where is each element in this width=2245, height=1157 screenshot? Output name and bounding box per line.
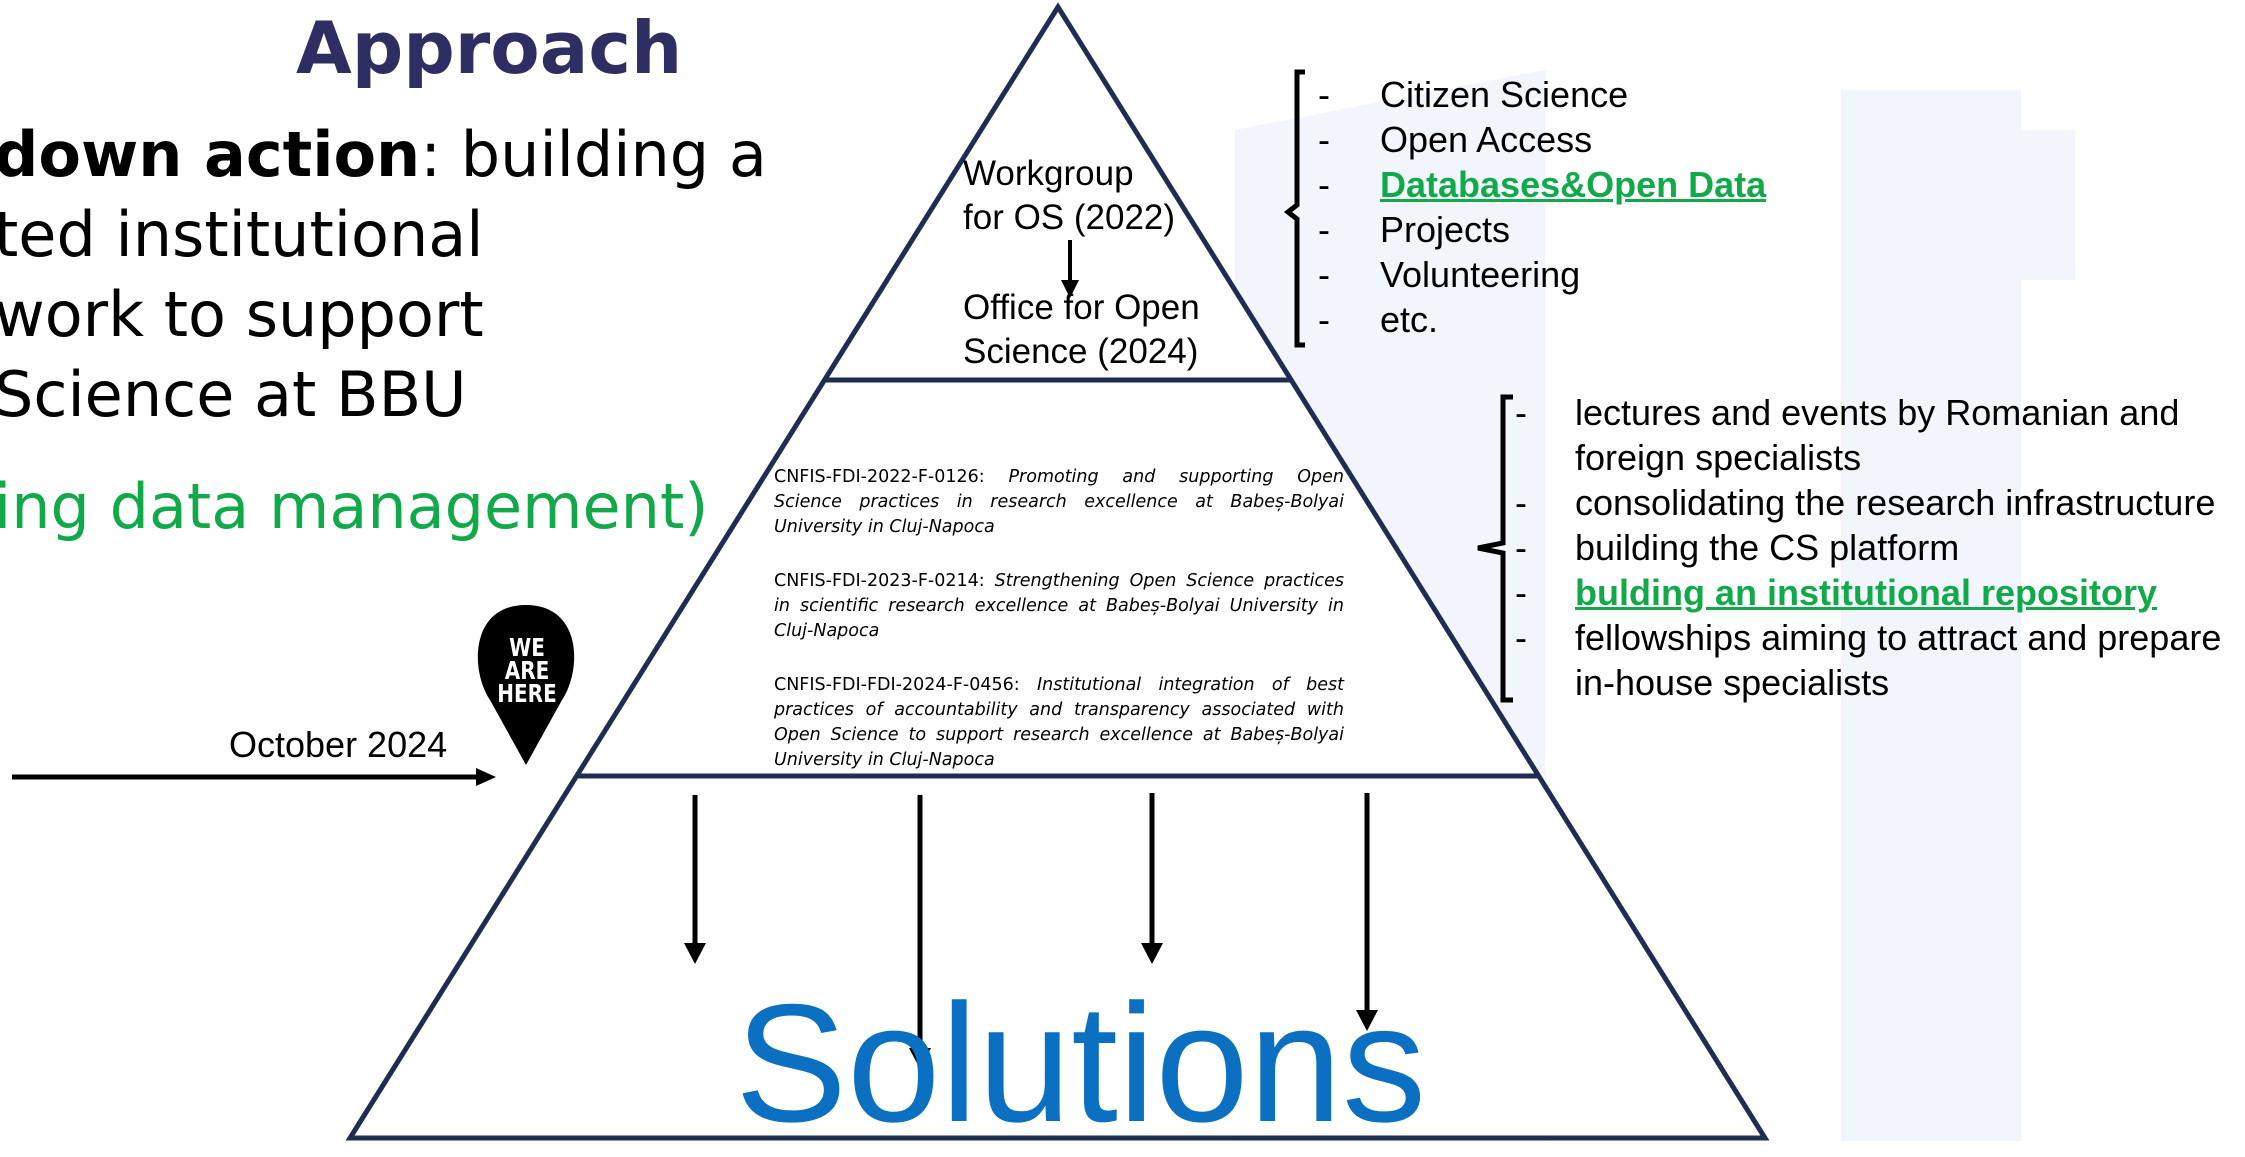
- funding-project-code: CNFIS-FDI-2023-F-0214:: [774, 571, 985, 591]
- list-item: -lectures and events by Romanian and: [1515, 392, 2180, 433]
- office-label-line-1: Office for Open: [963, 288, 1200, 327]
- timeline-date-label: October 2024: [229, 724, 448, 765]
- funding-project-code: CNFIS-FDI-FDI-2024-F-0456:: [774, 675, 1020, 695]
- list-item-continuation: in-house specialists: [1575, 662, 1890, 703]
- workgroup-label-line-1: Workgroup: [963, 154, 1134, 193]
- funding-project-1: CNFIS-FDI-2022-F-0126: Promoting and sup…: [774, 465, 1344, 540]
- list-item: -fellowships aiming to attract and prepa…: [1515, 617, 2222, 658]
- list-item-continuation: foreign specialists: [1575, 437, 1862, 478]
- institutional-repository-link[interactable]: bulding an institutional repository: [1575, 572, 2157, 613]
- project-outcomes-list: -lectures and events by Romanian and for…: [1515, 390, 2221, 705]
- pin-label-line-2: HERE: [497, 679, 557, 708]
- office-label-line-2: Science (2024): [963, 332, 1199, 371]
- funding-project-3: CNFIS-FDI-FDI-2024-F-0456: Institutional…: [774, 673, 1344, 773]
- list-item: -building the CS platform: [1515, 527, 1960, 568]
- list-item: -Projects: [1318, 209, 1511, 250]
- pin-label: WE ARE HERE: [495, 633, 559, 708]
- approach-text-bold: down action: [0, 118, 421, 191]
- pyramid-outline: [345, 2, 1770, 1141]
- pyramid: [345, 2, 1770, 1141]
- approach-text-line-1: down action: building a: [0, 118, 767, 191]
- databases-open-data-link[interactable]: Databases&Open Data: [1380, 164, 1767, 205]
- solutions-label: Solutions: [735, 969, 1427, 1157]
- funding-project-code: CNFIS-FDI-2022-F-0126:: [774, 467, 985, 487]
- top-list-bracket: [1283, 69, 1305, 348]
- list-item: -Citizen Science: [1318, 74, 1629, 115]
- pin-label-line-1: WE ARE: [504, 633, 550, 685]
- approach-text-green: ing data management): [0, 470, 709, 543]
- open-science-activities-list: -Citizen Science -Open Access -Databases…: [1318, 72, 1766, 342]
- approach-text-line-1-rest: : building a: [420, 118, 767, 191]
- timeline-arrow: [12, 768, 496, 786]
- workgroup-label-line-2: for OS (2022): [963, 198, 1176, 237]
- list-item: -consolidating the research infrastructu…: [1515, 482, 2216, 523]
- list-item: -etc.: [1318, 299, 1439, 340]
- workgroup-to-office-arrow: [1061, 240, 1079, 298]
- list-item: -Databases&Open Data: [1318, 164, 1767, 205]
- list-item: -Open Access: [1318, 119, 1593, 160]
- funding-project-title: Institutional integration of best practi…: [774, 675, 1344, 770]
- office-label: Office for Open Science (2024): [963, 286, 1200, 374]
- funding-project-2: CNFIS-FDI-2023-F-0214: Strengthening Ope…: [774, 569, 1344, 644]
- slide-title: Approach: [296, 6, 683, 90]
- funding-project-title: Strengthening Open Science practices in …: [774, 571, 1344, 641]
- list-item: -Volunteering: [1318, 254, 1581, 295]
- funding-project-title: Promoting and supporting Open Science pr…: [774, 467, 1344, 537]
- workgroup-label: Workgroup for OS (2022): [963, 152, 1175, 240]
- solution-arrows: [684, 793, 1378, 1069]
- list-item: -bulding an institutional repository: [1515, 572, 2157, 613]
- approach-text-line-4: Science at BBU: [0, 358, 467, 431]
- location-pin-icon: [477, 605, 575, 765]
- approach-text-line-2: ted institutional: [0, 198, 484, 271]
- approach-text-line-3: work to support: [0, 278, 484, 351]
- right-list-bracket: [1477, 394, 1513, 703]
